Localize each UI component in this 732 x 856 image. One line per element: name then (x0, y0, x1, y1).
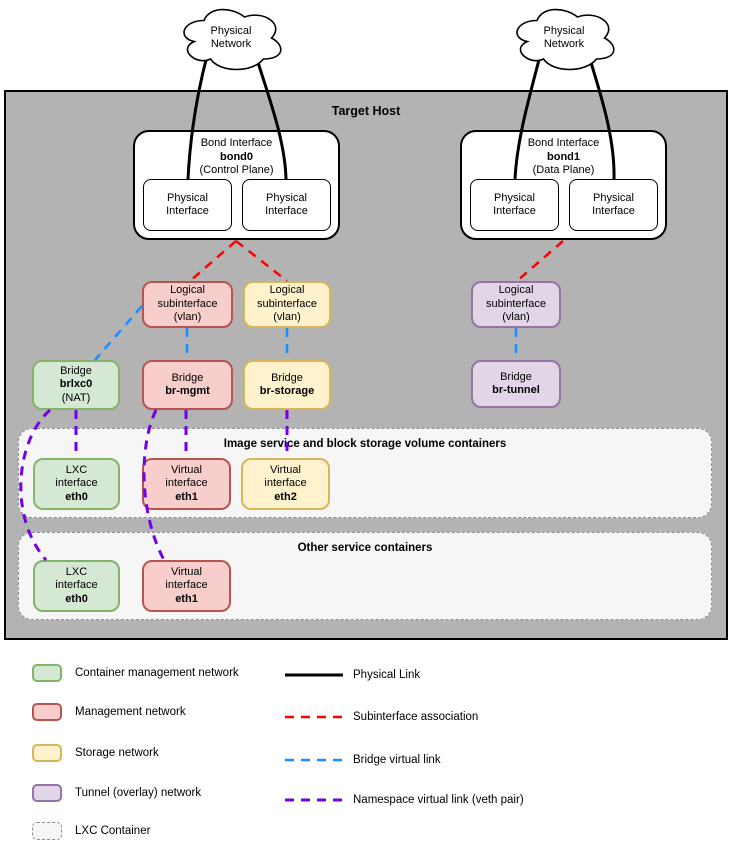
legend-management-network-swatch (32, 703, 62, 721)
node-label: Logical (498, 284, 534, 297)
node-label: eth1 (175, 592, 198, 605)
node-label: subinterface (486, 297, 546, 310)
legend-lxc-container-swatch (32, 822, 62, 840)
node-label: Interface (592, 205, 635, 217)
cloud-right-label: Physical Network (543, 25, 585, 50)
node-label: Bridge (60, 364, 92, 377)
node-label: br-storage (259, 385, 315, 397)
lxc-container-2-title: Other service containers (297, 542, 433, 554)
legend-lxc-container-label: LXC Container (75, 825, 151, 837)
node-label: brlxc0 (59, 378, 93, 391)
node-label: Logical (269, 284, 305, 297)
node-label: eth1 (175, 490, 198, 503)
node-label: subinterface (157, 297, 218, 310)
legend-bridge-virtual-link-label: Bridge virtual link (353, 754, 441, 766)
node-label: interface (55, 579, 98, 592)
legend-container-management-network-label: Container management network (75, 667, 239, 679)
node-label: Bridge (500, 370, 532, 383)
target-host-title: Target Host (331, 104, 401, 118)
node-label: br-mgmt (165, 385, 210, 397)
node-label: (NAT) (61, 391, 91, 404)
lxc-container-other-services: Other service containers (18, 532, 712, 620)
node-label: Physical (593, 191, 634, 204)
node-label: Bond Interface (527, 137, 600, 149)
physical-network-cloud-left: Physical Network (177, 3, 285, 73)
legend-tunnel-overlay-network-swatch (32, 784, 62, 802)
node-label: Bridge (171, 371, 204, 384)
legend-physical-link-label: Physical Link (353, 669, 421, 681)
node-label: Bridge (271, 371, 303, 384)
node-label: br-tunnel (492, 384, 540, 396)
physical-network-cloud-right: Physical Network (510, 3, 618, 73)
node-label: Bond Interface (200, 137, 273, 149)
legend-tunnel-overlay-network-label: Tunnel (overlay) network (75, 787, 202, 799)
legend-container-management-network-swatch (32, 664, 62, 682)
node-label: eth0 (65, 490, 88, 503)
node-label: Interface (265, 205, 308, 217)
node-label: Virtual (270, 463, 301, 476)
node-label: bond0 (220, 150, 253, 163)
node-label: interface (165, 579, 208, 592)
legend-namespace-virtual-link-label: Namespace virtual link (veth pair) (353, 794, 524, 806)
node-label: interface (264, 477, 307, 490)
lxc-container-image-block-storage: Image service and block storage volume c… (18, 428, 712, 518)
legend-subinterface-association-label: Subinterface association (353, 711, 479, 723)
node-label: Physical (494, 191, 535, 204)
node-label: Virtual (171, 565, 202, 578)
node-label: (vlan) (173, 311, 202, 324)
node-label: LXC (65, 463, 88, 476)
node-label: (Control Plane) (199, 164, 274, 176)
legend-storage-network-label: Storage network (75, 747, 159, 759)
node-label: Virtual (171, 463, 202, 476)
legend-storage-network-swatch (32, 744, 62, 762)
node-label: bond1 (547, 150, 580, 163)
node-label: eth0 (65, 592, 88, 605)
node-label: Logical (170, 284, 205, 297)
node-label: interface (165, 477, 208, 490)
node-label: Interface (493, 205, 536, 217)
node-label: LXC (65, 565, 88, 578)
node-label: (vlan) (273, 311, 301, 324)
node-label: Physical (167, 191, 208, 204)
node-label: Interface (166, 205, 209, 217)
node-label: (Data Plane) (532, 164, 595, 176)
legend-management-network-label: Management network (75, 706, 186, 718)
node-label: (vlan) (502, 311, 530, 324)
node-label: Physical (266, 191, 307, 204)
lxc-container-1-title: Image service and block storage volume c… (223, 438, 507, 450)
node-label: eth2 (274, 490, 297, 503)
cloud-left-label: Physical Network (210, 25, 252, 50)
node-label: subinterface (257, 297, 317, 310)
node-label: interface (55, 477, 98, 490)
